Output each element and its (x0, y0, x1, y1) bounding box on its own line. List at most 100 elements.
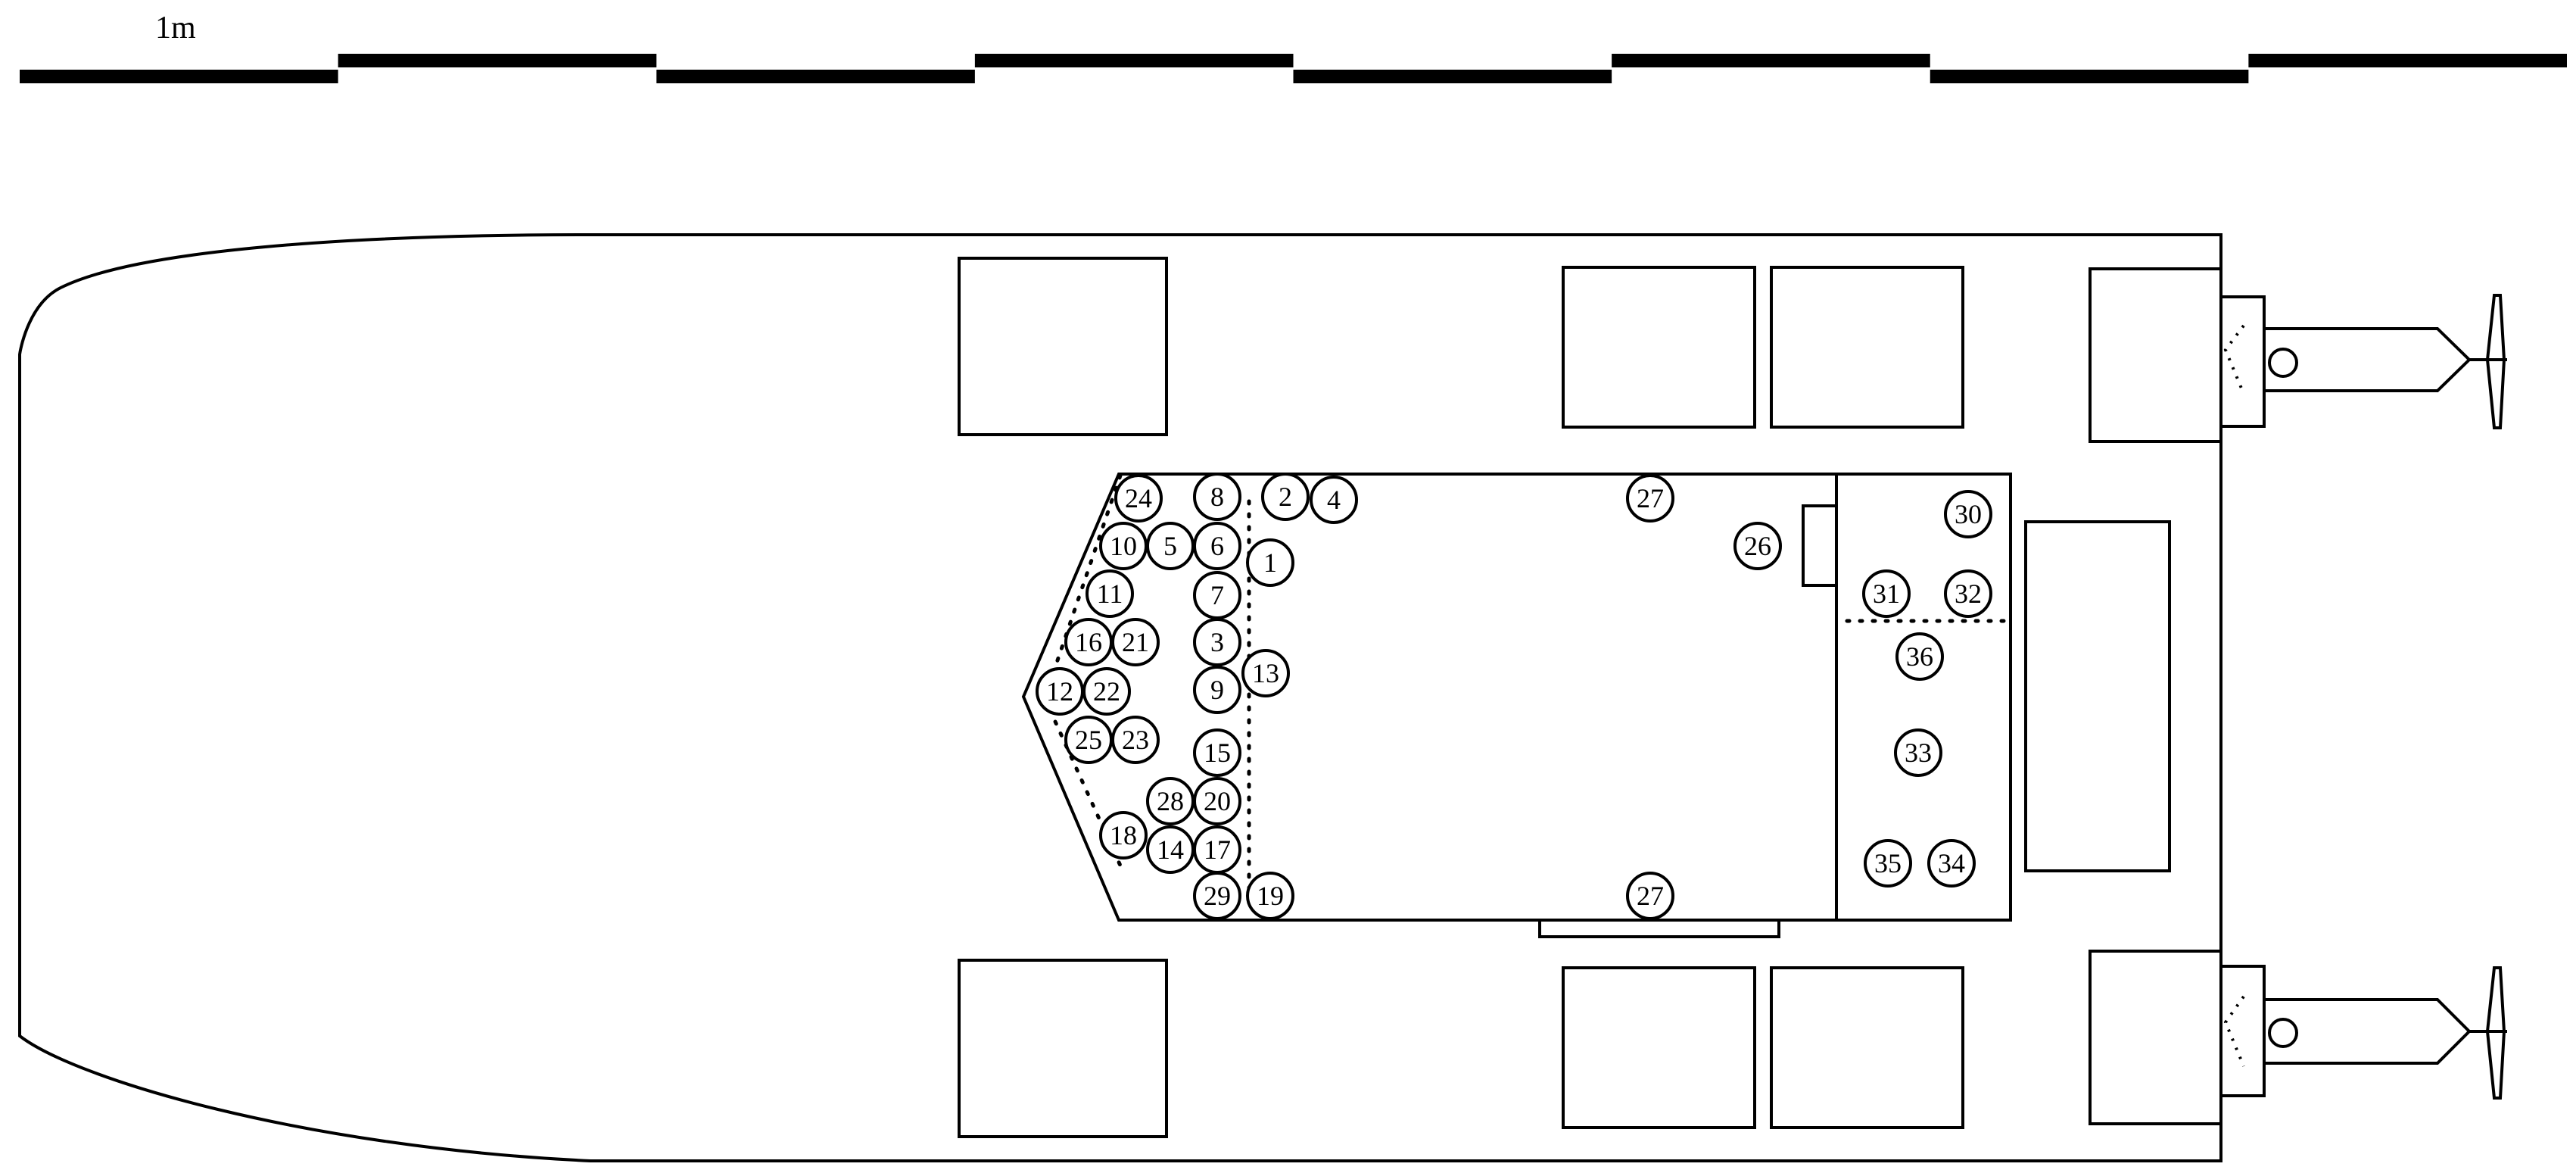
marker-number: 24 (1125, 483, 1152, 513)
cabin-bench (1538, 920, 1780, 938)
marker-number: 12 (1046, 676, 1073, 707)
marker-number: 18 (1110, 820, 1137, 850)
box-stern-top (2089, 267, 2222, 443)
numbered-marker: 26 (1733, 522, 1782, 570)
numbered-marker: 25 (1064, 716, 1113, 764)
drive-mount-bottom (2219, 965, 2266, 1097)
hull-boxes (958, 257, 2222, 1138)
marker-number: 13 (1252, 658, 1279, 688)
marker-number: 8 (1210, 482, 1224, 512)
scale-bar-segment (1930, 70, 2249, 83)
marker-circle (1733, 522, 1782, 570)
cabin-wall-panel (1802, 504, 1838, 587)
numbered-marker: 6 (1193, 522, 1241, 570)
numbered-marker: 36 (1895, 632, 1944, 681)
marker-circle (1894, 728, 1942, 777)
marker-circle (1111, 716, 1160, 764)
numbered-marker: 19 (1246, 872, 1294, 920)
cabin-outline (1021, 473, 2012, 922)
marker-number: 34 (1938, 848, 1965, 878)
marker-number: 22 (1093, 676, 1120, 707)
marker-number: 7 (1210, 580, 1224, 610)
marker-number: 27 (1637, 881, 1664, 911)
propeller-bottom (2485, 966, 2506, 1100)
marker-circle (1944, 569, 1992, 618)
marker-number: 36 (1906, 641, 1933, 672)
marker-number: 6 (1210, 531, 1224, 561)
marker-number: 11 (1097, 579, 1123, 609)
marker-number: 15 (1204, 738, 1231, 768)
marker-number: 31 (1873, 579, 1900, 609)
marker-number: 29 (1204, 881, 1231, 911)
marker-circle (1895, 632, 1944, 681)
marker-circle (1193, 473, 1241, 521)
numbered-marker: 16 (1064, 618, 1113, 666)
drive-shaft-bottom (2264, 998, 2472, 1065)
dotted-line-left (1042, 473, 1123, 700)
numbered-marker: 18 (1099, 811, 1148, 859)
drive-pivot-top (2268, 348, 2298, 378)
marker-number: 10 (1110, 531, 1137, 561)
marker-number: 35 (1874, 848, 1902, 878)
marker-circle (1944, 490, 1992, 538)
scale-bar: 1m (20, 11, 2567, 83)
propulsion-top (2219, 294, 2507, 429)
marker-circle (1626, 872, 1674, 920)
numbered-marker: 9 (1193, 666, 1241, 714)
marker-circle (1114, 474, 1163, 523)
marker-number: 21 (1122, 627, 1149, 657)
numbered-marker: 27 (1626, 872, 1674, 920)
numbered-marker: 23 (1111, 716, 1160, 764)
box-mid-top-right (1770, 266, 1964, 429)
numbered-marker: 20 (1193, 777, 1241, 825)
marker-circle (1246, 538, 1294, 587)
marker-circle (1082, 667, 1131, 716)
numbered-marker: 4 (1310, 476, 1358, 524)
cabin (1021, 473, 2012, 938)
hull-outline (18, 233, 2222, 1162)
marker-number: 2 (1279, 482, 1292, 512)
box-stern-bottom (2089, 950, 2222, 1125)
marker-number: 17 (1204, 835, 1231, 865)
numbered-marker: 15 (1193, 728, 1241, 777)
marker-circle (1099, 811, 1148, 859)
marker-number: 32 (1955, 579, 1982, 609)
numbered-marker: 28 (1146, 777, 1195, 825)
drive-hinge-top (2223, 324, 2245, 395)
marker-number: 16 (1075, 627, 1102, 657)
scale-bar-segment (20, 70, 338, 83)
marker-circle (1086, 569, 1134, 618)
marker-circle (1193, 728, 1241, 777)
scale-bar-segment (656, 70, 975, 83)
numbered-marker: 21 (1111, 618, 1160, 666)
box-mid-top-left (1562, 266, 1756, 429)
marker-number: 5 (1163, 531, 1177, 561)
marker-circle (1193, 777, 1241, 825)
drive-pivot-bottom (2268, 1018, 2298, 1048)
marker-circle (1864, 839, 1912, 888)
numbered-marker: 14 (1146, 825, 1195, 874)
numbered-marker: 33 (1894, 728, 1942, 777)
marker-number: 9 (1210, 675, 1224, 705)
hull (18, 233, 2222, 1162)
marker-number: 30 (1955, 499, 1982, 529)
numbered-marker: 10 (1099, 522, 1148, 570)
numbered-marker: 11 (1086, 569, 1134, 618)
marker-number: 26 (1744, 531, 1771, 561)
marker-circle (1193, 666, 1241, 714)
numbered-marker: 31 (1862, 569, 1911, 618)
scale-bar-label: 1m (155, 11, 196, 45)
marker-circle (1111, 618, 1160, 666)
marker-circle (1862, 569, 1911, 618)
marker-circle (1261, 473, 1310, 521)
propulsion-bottom (2219, 965, 2507, 1100)
scale-bar-segment (2248, 54, 2567, 67)
scale-bar-segments (20, 54, 2567, 83)
marker-number: 33 (1905, 738, 1932, 768)
numbered-marker: 7 (1193, 571, 1241, 619)
numbered-marker: 34 (1927, 839, 1976, 888)
drive-hinge-bottom (2223, 995, 2245, 1067)
box-forward-top (958, 257, 1168, 436)
marker-circle (1626, 474, 1674, 523)
